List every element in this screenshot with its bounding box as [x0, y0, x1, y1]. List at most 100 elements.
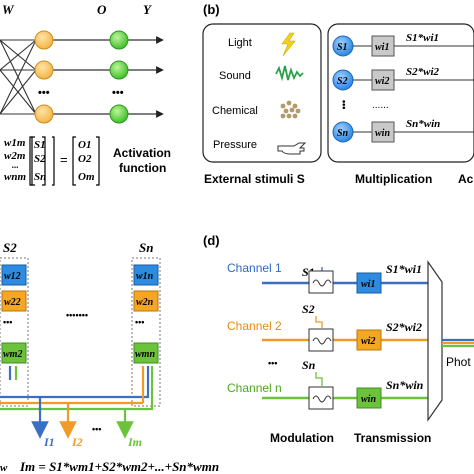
w22-label: w22: [4, 297, 21, 308]
mult-row-2: S2 wi2 S2*wi2: [332, 66, 474, 91]
vector-o-m: Om: [78, 171, 95, 183]
s2-label: S2: [302, 302, 315, 316]
output-node-m: [109, 104, 129, 124]
output-buses: [0, 366, 154, 439]
product-2: S2*wi2: [406, 66, 440, 78]
w-box-d-2-label: wi2: [361, 336, 375, 347]
stimuli-box: [202, 23, 322, 163]
w-box-d-1: [356, 272, 382, 294]
col-n-vdots: •••: [135, 317, 144, 327]
product-1: S1*wi1: [406, 32, 439, 44]
sn-label: Sn: [302, 358, 316, 372]
vector-s-1: S1: [34, 139, 46, 151]
matrix-w-n: wnm: [4, 171, 26, 183]
mult-row-1: S1 wi1 S1*wi1: [332, 32, 474, 57]
panel-d-tag: (d): [203, 233, 220, 248]
channel-n-label: Channel n: [227, 381, 282, 395]
equals-sign: =: [60, 152, 68, 167]
label-w: W: [2, 2, 15, 17]
activation-line-2: function: [119, 161, 166, 175]
w1n-label: w1n: [136, 271, 154, 282]
caption-transmission: Transmission: [354, 431, 431, 445]
output-dots: •••: [92, 424, 101, 434]
lightning-icon: [281, 32, 296, 57]
caption-activation-cut: Ac: [458, 172, 474, 186]
w12-label: w12: [4, 271, 21, 282]
channel-2-label: Channel 2: [227, 319, 282, 333]
w-box-d-n: [356, 387, 382, 409]
vector-s-2: S2: [34, 153, 46, 165]
caption-modulation: Modulation: [270, 431, 334, 445]
output-i2: I2: [71, 435, 83, 449]
label-y: Y: [143, 2, 152, 17]
col-header-s2: S2: [3, 240, 17, 255]
hidden-node-2: [34, 60, 54, 80]
matrix-w-2: w2m: [4, 150, 26, 162]
modulator-1: [308, 270, 334, 294]
column-n-frame: [131, 257, 161, 407]
hidden-node-m: [34, 104, 54, 124]
pressure-hand-icon: [277, 142, 307, 155]
photodetector-cut: Phot: [446, 355, 471, 369]
output-i1: I1: [43, 435, 55, 449]
stimulus-light: Light: [228, 37, 252, 49]
activation-line-1: Activation: [113, 146, 171, 160]
matrix-equation: w1m w2m ... wnm S1 S2 Sn = O1 O2 Om: [4, 136, 100, 186]
s-node-1-label: S1: [337, 42, 348, 53]
modulator-2: [308, 328, 334, 352]
modulator-n: [308, 386, 334, 410]
panel-b-tag: (b): [203, 2, 220, 17]
stimulus-sound: Sound: [219, 70, 251, 82]
hidden-node-1: [34, 30, 54, 50]
w-box-d-1-label: wi1: [361, 279, 375, 290]
vector-s-n: Sn: [34, 171, 46, 183]
caption-multiplication: Multiplication: [355, 172, 432, 186]
w-box-2-label: wi2: [375, 76, 389, 87]
product-n: Sn*win: [406, 118, 440, 130]
columns-hdots: •••••••: [66, 310, 88, 320]
matrix-w-dots: ...: [12, 160, 19, 170]
mult-row-n: Sn win Sn*win: [332, 118, 474, 143]
w22-cell: [1, 290, 27, 312]
sound-wave-icon: [275, 65, 304, 82]
channel-1-label: Channel 1: [227, 261, 282, 275]
panel-b: (b) Light Sound Chemical Pressure S1 wi1…: [202, 2, 474, 186]
mult-vdots: •••: [339, 100, 349, 109]
col-2-vdots: •••: [3, 317, 12, 327]
left-cut-w: w: [0, 462, 8, 474]
wm2-cell: [1, 342, 27, 364]
output-node-2: [109, 60, 129, 80]
output-node-1: [109, 30, 129, 50]
panel-d: (d) Channel 1 S1 wi1 S1*wi1 Channel 2 S2…: [203, 233, 474, 445]
w-box-1-label: wi1: [375, 42, 389, 53]
w-box-d-2: [356, 329, 382, 351]
caption-external-stimuli: External stimuli S: [204, 172, 305, 186]
product-d-1: S1*wi1: [386, 262, 422, 276]
chemical-particles-icon: [280, 100, 301, 119]
input-connections: [0, 39, 37, 115]
hidden-dots: •••: [38, 87, 50, 99]
wmn-label: wmn: [135, 349, 155, 360]
output-im: Im: [127, 435, 142, 449]
w-box-n-label: win: [375, 128, 390, 139]
output-dots: •••: [112, 87, 124, 99]
stimulus-pressure: Pressure: [213, 139, 257, 151]
s-node-2-label: S2: [337, 76, 348, 87]
channel-dots: •••: [268, 358, 277, 368]
hidden-to-output-lines: [52, 36, 164, 118]
wm2-label: wm2: [3, 349, 22, 360]
w-box-d-n-label: win: [361, 394, 376, 405]
w1n-cell: [133, 264, 159, 286]
multiplication-box: [327, 23, 474, 163]
w12-cell: [1, 264, 27, 286]
label-o: O: [97, 2, 107, 17]
output-equation: Im = S1*wm1+S2*wm2+...+Sn*wmn: [19, 459, 219, 474]
product-d-2: S2*wi2: [386, 320, 422, 334]
w2n-label: w2n: [136, 297, 154, 308]
vector-o-2: O2: [78, 153, 92, 165]
s-node-n-label: Sn: [337, 128, 349, 139]
vector-o-1: O1: [78, 139, 91, 151]
product-d-n: Sn*win: [386, 378, 424, 392]
column-2-frame: [0, 257, 29, 407]
